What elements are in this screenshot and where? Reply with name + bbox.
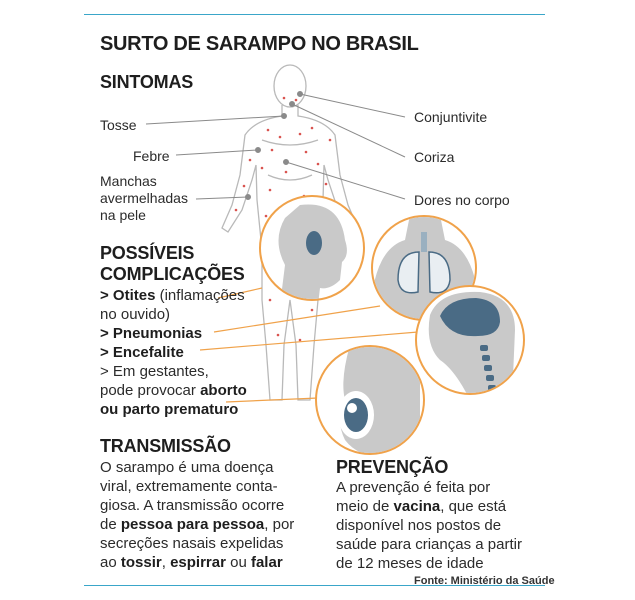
t4a: de	[100, 516, 121, 533]
label-febre: Febre	[133, 148, 170, 164]
manchas-line-3: na pele	[100, 207, 146, 223]
gestantes-2a: pode provocar	[100, 382, 201, 399]
transmissao-line-2: viral, extremamente conta-	[100, 478, 278, 495]
otites-rest: (inflamações	[155, 287, 245, 304]
item-pneumonias: > Pneumonias	[100, 325, 203, 342]
t6d: espirrar	[170, 554, 226, 571]
t6b: tossir	[120, 554, 162, 571]
prevencao-line-4: saúde para crianças a partir	[336, 536, 522, 553]
complicacoes-heading: POSSÍVEIS COMPLICAÇÕES	[100, 243, 245, 285]
prevencao-line-3: disponível nos postos de	[336, 517, 502, 534]
transmissao-line-1: O sarampo é uma doença	[100, 459, 274, 476]
p2a: meio de	[336, 498, 394, 515]
t4c: , por	[264, 516, 295, 533]
transmissao-line-6: ao tossir, espirrar ou falar	[100, 553, 294, 572]
pregnancy-circle	[315, 345, 425, 455]
label-conjuntivite: Conjuntivite	[414, 109, 488, 125]
manchas-line-2: avermelhadas	[100, 190, 188, 206]
otites-rest-2: no ouvido)	[100, 306, 171, 323]
item-gestantes-2: pode provocar aborto	[100, 381, 247, 400]
item-encefalite: > Encefalite	[100, 344, 184, 361]
brain-circle	[415, 285, 525, 395]
t6e: ou	[225, 554, 251, 571]
label-coriza: Coriza	[414, 149, 455, 165]
prevencao-line-5: de 12 meses de idade	[336, 555, 484, 572]
prevencao-line-1: A prevenção é feita por	[336, 479, 491, 496]
transmissao-line-3: giosa. A transmissão ocorre	[100, 497, 285, 514]
transmissao-line-5: secreções nasais expelidas	[100, 535, 284, 552]
human-body-outline	[221, 64, 359, 401]
t6c: ,	[161, 554, 171, 571]
p2b: vacina	[393, 498, 441, 515]
top-rule	[84, 14, 545, 15]
ear-circle	[259, 195, 365, 301]
transmissao-text: O sarampo é uma doença viral, extremamen…	[100, 458, 294, 572]
t6a: ao	[100, 554, 121, 571]
label-dores: Dores no corpo	[414, 192, 510, 208]
p2c: , que está	[440, 498, 507, 515]
transmissao-heading: TRANSMISSÃO	[100, 436, 231, 456]
sintomas-heading: SINTOMAS	[100, 72, 194, 92]
item-gestantes-3: ou parto prematuro	[100, 401, 239, 418]
source-credit: Fonte: Ministério da Saúde	[414, 575, 555, 587]
manchas-line-1: Manchas	[100, 173, 157, 189]
bottom-rule	[84, 585, 545, 586]
gestantes-2b: aborto	[200, 382, 247, 399]
label-manchas: Manchas avermelhadas na pele	[100, 173, 188, 224]
otites-bold: > Otites	[100, 287, 156, 304]
page-title: SURTO DE SARAMPO NO BRASIL	[100, 33, 419, 55]
t6f: falar	[250, 554, 283, 571]
complicacoes-heading-line-1: POSSÍVEIS	[100, 243, 195, 263]
prevencao-line-2: meio de vacina, que está	[336, 497, 522, 516]
prevencao-text: A prevenção é feita por meio de vacina, …	[336, 478, 522, 573]
item-otites: > Otites (inflamações	[100, 286, 247, 305]
prevencao-heading: PREVENÇÃO	[336, 457, 449, 477]
complicacoes-heading-line-2: COMPLICAÇÕES	[100, 264, 245, 284]
complicacoes-list: > Otites (inflamações no ouvido) > Pneum…	[100, 286, 247, 419]
label-tosse: Tosse	[100, 117, 137, 133]
complication-connectors	[199, 287, 419, 403]
item-gestantes-1: > Em gestantes,	[100, 363, 209, 380]
pointer-lines	[145, 91, 406, 200]
transmissao-line-4: de pessoa para pessoa, por	[100, 515, 294, 534]
t4b: pessoa para pessoa	[120, 516, 265, 533]
